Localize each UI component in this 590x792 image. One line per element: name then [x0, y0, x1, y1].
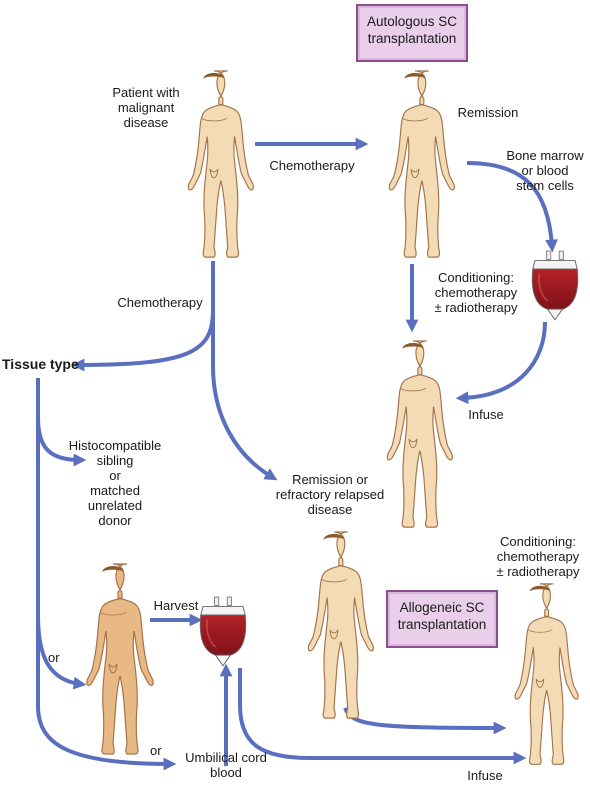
label-chemo-left: Chemotherapy [117, 295, 203, 310]
donor-figure [86, 563, 154, 755]
label-patient: Patient with malignant disease [112, 85, 180, 130]
arrow-to-histocompatible [36, 417, 87, 467]
remission-figure [388, 70, 455, 258]
label-remission-or: Remission or refractory relapsed disease [275, 472, 385, 517]
arrow-to-bag-top [466, 161, 558, 253]
arrow-to-remission-or [211, 310, 278, 481]
relapsed-figure [307, 531, 374, 719]
allogeneic-box: Allogeneic SC transplantation [386, 590, 498, 648]
arrow-infuse-bottom [238, 668, 527, 765]
label-umbilical: Umbilical cord blood [185, 750, 267, 780]
label-histocompatible: Histocompatible sibling or matched unrel… [68, 438, 162, 528]
label-remission: Remission [457, 105, 519, 120]
recipient-figure [514, 583, 579, 765]
arrow-remission-to-patient [343, 707, 507, 735]
arrow-to-tissue-type [71, 261, 215, 372]
arrow-infuse-return [455, 321, 547, 405]
label-infuse-2: Infuse [467, 768, 503, 783]
label-bone-marrow: Bone marrow or blood stem cells [506, 148, 584, 193]
label-or-2: or [150, 743, 162, 758]
label-conditioning-2: Conditioning: chemotherapy ± radiotherap… [496, 534, 580, 579]
blood-bag-top [531, 250, 579, 321]
label-harvest: Harvest [153, 598, 199, 613]
autologous-box: Autologous SC transplantation [356, 4, 468, 62]
arrow-to-donor [36, 614, 87, 690]
patient-figure [187, 70, 254, 258]
conditioned-figure [386, 340, 453, 528]
label-conditioning-1: Conditioning: chemotherapy ± radiotherap… [434, 270, 518, 315]
label-tissue-type: Tissue type [2, 356, 79, 372]
blood-bag-bottom [199, 596, 247, 667]
label-or-1: or [48, 650, 60, 665]
arrow-tissue-trunk [36, 378, 177, 771]
label-infuse-1: Infuse [468, 407, 504, 422]
label-chemo-top: Chemotherapy [269, 158, 355, 173]
